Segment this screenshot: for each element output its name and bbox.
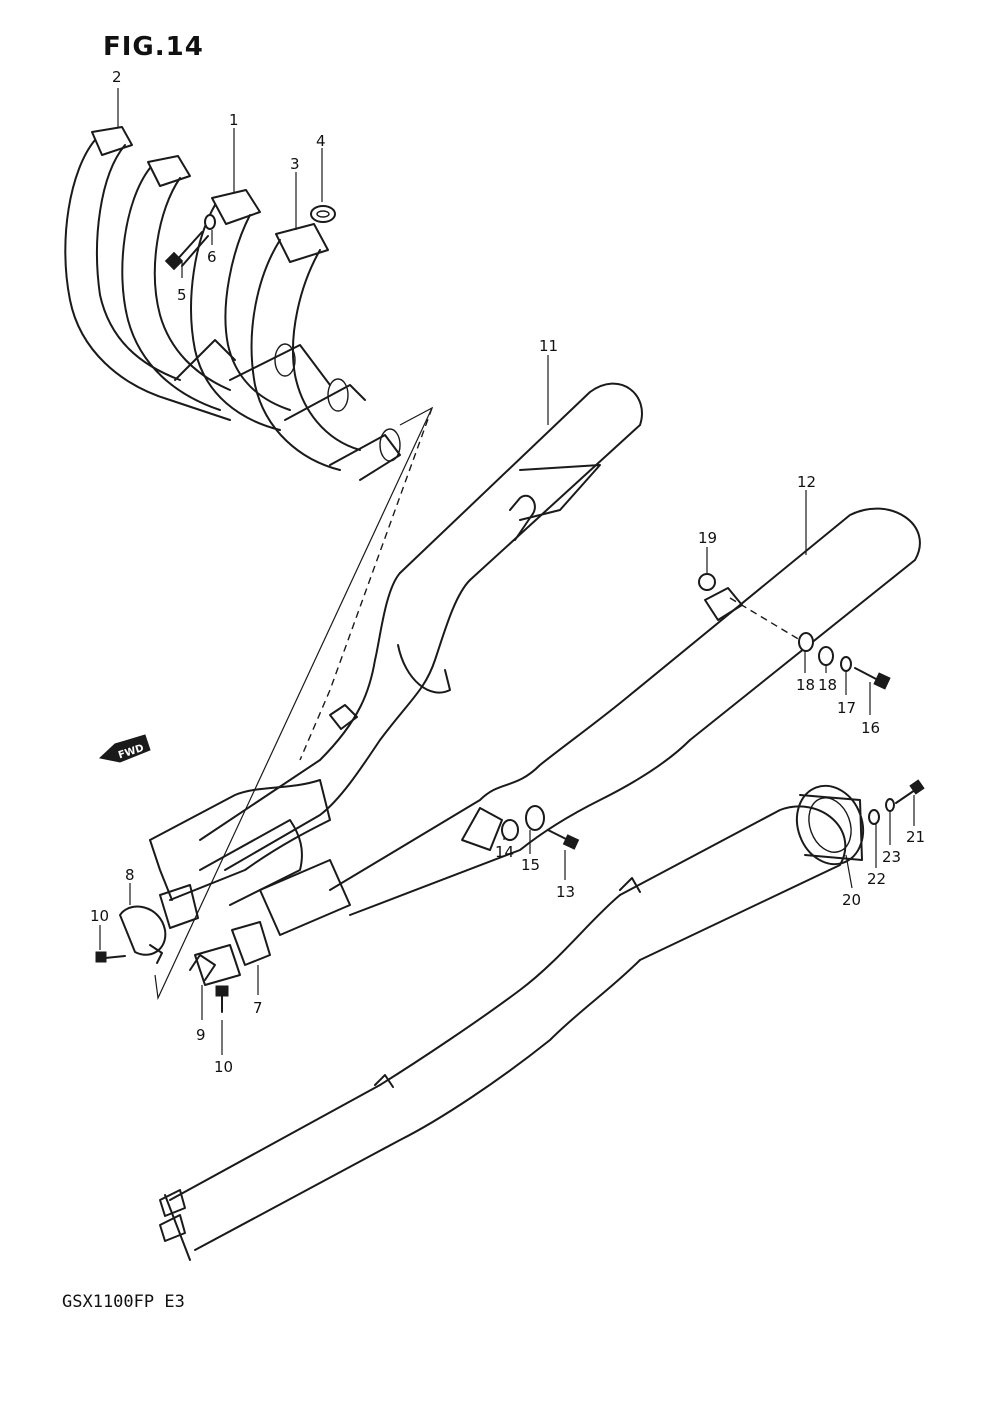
callout-18a: 18 (796, 676, 815, 694)
header-bolt (164, 231, 209, 271)
fwd-arrow-icon: FWD (98, 734, 151, 763)
exhaust-clamp-lower (189, 944, 241, 986)
muffler-bracket (461, 807, 503, 851)
clamp-bolt (95, 951, 126, 963)
callout-9: 9 (196, 1026, 206, 1044)
header-washer (204, 214, 216, 230)
callout-labels: 1 2 3 4 5 6 7 8 9 10 10 11 12 13 14 15 1… (90, 68, 925, 1076)
lock-washer (840, 656, 852, 672)
end-cap-screw (895, 779, 925, 804)
callout-10b: 10 (214, 1058, 233, 1076)
callout-17: 17 (837, 699, 856, 717)
clamp-bolt-lower (215, 985, 229, 1013)
callout-13: 13 (556, 883, 575, 901)
end-cap-washer (868, 809, 880, 825)
mounting-cushion (525, 805, 545, 831)
callout-20: 20 (842, 891, 861, 909)
callout-7: 7 (253, 999, 263, 1017)
callout-1: 1 (229, 111, 239, 129)
figure-title: FIG.14 (103, 32, 204, 62)
callout-leaders (99, 88, 915, 1055)
model-code: GSX1100FP E3 (62, 1292, 185, 1312)
callout-14: 14 (495, 843, 514, 861)
callout-5: 5 (177, 286, 187, 304)
callout-12: 12 (797, 473, 816, 491)
end-cap-washer-2 (885, 798, 895, 812)
muffler-lower (159, 805, 847, 1261)
callout-2: 2 (112, 68, 122, 86)
callout-16: 16 (861, 719, 880, 737)
washer-2 (818, 646, 834, 666)
callout-23: 23 (882, 848, 901, 866)
callout-10a: 10 (90, 907, 109, 925)
mounting-collar (501, 819, 519, 841)
callout-22: 22 (867, 870, 886, 888)
connector-pipe (159, 884, 271, 966)
callout-21: 21 (906, 828, 925, 846)
callout-4: 4 (316, 132, 326, 150)
callout-18b: 18 (818, 676, 837, 694)
callout-8: 8 (125, 866, 135, 884)
nut (698, 573, 716, 591)
exhaust-clamp (119, 905, 167, 964)
muffler-middle (259, 507, 921, 936)
callout-3: 3 (290, 155, 300, 173)
muffler-end-cap (795, 784, 865, 866)
exhaust-gasket (310, 205, 336, 223)
mounting-bolt (547, 829, 580, 850)
muffler-bolt (854, 667, 891, 690)
callout-15: 15 (521, 856, 540, 874)
exhaust-header-pipes (64, 126, 401, 481)
callout-19: 19 (698, 529, 717, 547)
muffler-upper (149, 382, 643, 906)
washer (798, 632, 814, 652)
callout-6: 6 (207, 248, 217, 266)
callout-11: 11 (539, 337, 558, 355)
